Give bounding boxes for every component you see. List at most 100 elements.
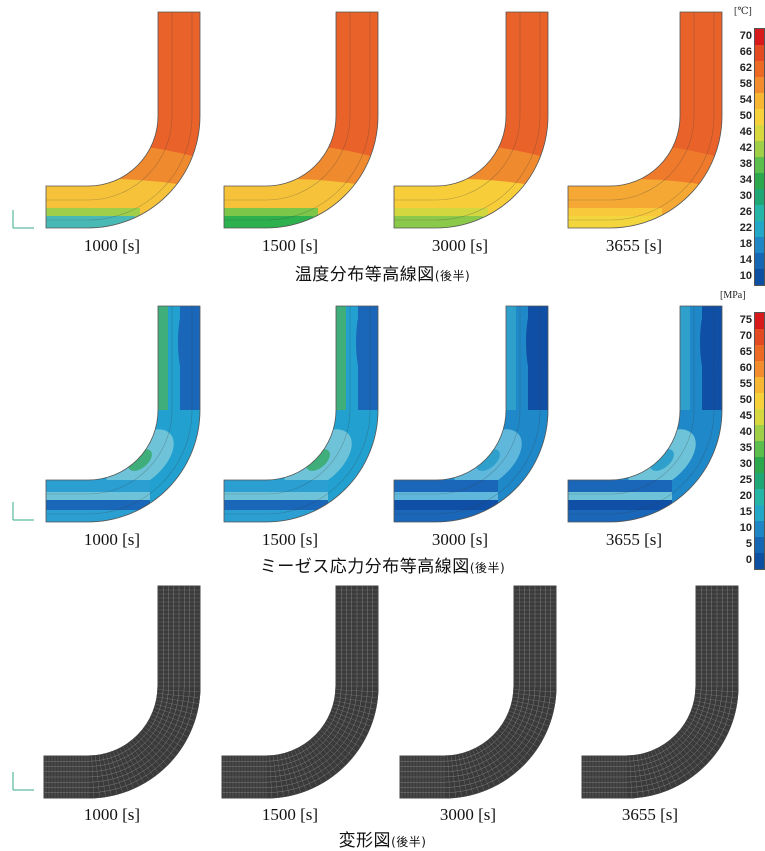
deformation-mesh-3000 [399, 585, 557, 799]
legend-tick-label: 60 [739, 362, 752, 374]
legend-tick-label: 25 [739, 474, 752, 486]
stress-panel-3655 [562, 302, 742, 527]
stress-caption: ミーゼス応力分布等高線図(後半) [0, 552, 765, 577]
legend-tick-label: 26 [739, 206, 752, 218]
temperature-panel-3655 [562, 8, 742, 233]
temperature-pipe-1500 [223, 11, 379, 229]
legend-tick-label: 10 [739, 522, 752, 534]
temperature-caption: 温度分布等高線図(後半) [0, 260, 765, 285]
deformation-panel-3655 [578, 585, 758, 799]
legend-color-swatch [755, 237, 764, 253]
time-label-3000: 3000 [s] [431, 236, 489, 255]
temperature-pipe-3000 [393, 11, 549, 229]
legend-tick-label: 50 [739, 110, 752, 122]
legend-tick-label: 45 [739, 410, 752, 422]
legend-tick-label: 40 [739, 426, 752, 438]
time-label-1500: 1500 [s] [261, 530, 319, 549]
stress-pipe-3655 [567, 305, 723, 523]
legend-color-swatch [755, 141, 764, 157]
caption-sub: (後半) [391, 835, 427, 849]
time-label-1000: 1000 [s] [83, 805, 141, 824]
legend-color-swatch [755, 441, 764, 457]
legend-tick-label: 75 [739, 314, 752, 326]
legend-tick-label: 15 [739, 506, 752, 518]
temperature-panel-1000 [40, 8, 220, 233]
legend-color-swatch [755, 393, 764, 409]
time-label-1000: 1000 [s] [83, 530, 141, 549]
legend-color-swatch [755, 473, 764, 489]
legend-color-swatch [755, 361, 764, 377]
legend-tick-label: 62 [739, 62, 752, 74]
caption-main: 温度分布等高線図 [294, 265, 435, 285]
legend-tick-label: 46 [739, 126, 752, 138]
legend-tick-label: 70 [739, 30, 752, 42]
temperature-pipe-3655 [567, 11, 723, 229]
legend-tick-label: 34 [739, 174, 752, 186]
stress-pipe-1500 [223, 305, 379, 523]
legend-color-swatch [755, 329, 764, 345]
legend-color-swatch [755, 521, 764, 537]
legend-color-swatch [755, 93, 764, 109]
time-label-1500: 1500 [s] [261, 236, 319, 255]
temperature-pipe-1000 [45, 11, 201, 229]
legend-color-swatch [755, 61, 764, 77]
legend-color-swatch [755, 425, 764, 441]
legend-tick-label: 14 [739, 254, 752, 266]
caption-sub: (後半) [469, 561, 506, 575]
legend-color-swatch [755, 29, 764, 45]
legend-tick-label: 50 [739, 394, 752, 406]
legend-tick-label: 0 [745, 554, 752, 566]
legend-tick-label: 42 [739, 142, 752, 154]
temperature-panel-3000 [388, 8, 568, 233]
time-label-3655: 3655 [s] [621, 805, 679, 824]
legend-color-swatch [755, 77, 764, 93]
legend-tick-label: 35 [739, 442, 752, 454]
stress-pipe-1000 [45, 305, 201, 523]
caption-main: 変形図 [338, 831, 392, 851]
legend-tick-label: 30 [739, 190, 752, 202]
legend-color-swatch [755, 505, 764, 521]
legend-color-swatch [755, 457, 764, 473]
time-label-3655: 3655 [s] [605, 530, 663, 549]
time-label-3000: 3000 [s] [431, 530, 489, 549]
deformation-panel-3000 [396, 585, 576, 799]
stress-panel-3000 [388, 302, 568, 527]
legend-color-swatch [755, 109, 764, 125]
legend-color-swatch [755, 377, 764, 393]
legend-color-swatch [755, 489, 764, 505]
legend-color-swatch [755, 173, 764, 189]
legend-tick-label: 58 [739, 78, 752, 90]
legend-color-swatch [755, 269, 764, 285]
stress-panel-1500 [218, 302, 398, 527]
legend-color-swatch [755, 409, 764, 425]
legend-unit: [℃] [734, 6, 752, 17]
legend-color-swatch [755, 313, 764, 329]
legend-color-swatch [755, 45, 764, 61]
legend-color-swatch [755, 221, 764, 237]
legend-tick-label: 54 [739, 94, 752, 106]
deformation-panel-1000 [40, 585, 220, 799]
legend-color-swatch [755, 253, 764, 269]
legend-tick-label: 5 [745, 538, 752, 550]
stress-pipe-3000 [393, 305, 549, 523]
deformation-panel-1500 [218, 585, 398, 799]
legend-tick-label: 18 [739, 238, 752, 250]
axis-triad-icon [12, 772, 34, 791]
legend-color-swatch [755, 537, 764, 553]
deformation-mesh-3655 [581, 585, 739, 799]
legend-tick-label: 70 [739, 330, 752, 342]
temperature-panel-1500 [218, 8, 398, 233]
legend-color-swatch [755, 189, 764, 205]
caption-sub: (後半) [434, 269, 471, 283]
legend-tick-label: 30 [739, 458, 752, 470]
legend-unit: [MPa] [720, 290, 746, 301]
deformation-mesh-1500 [221, 585, 379, 799]
time-label-1000: 1000 [s] [83, 236, 141, 255]
legend-tick-label: 55 [739, 378, 752, 390]
legend-color-swatch [755, 157, 764, 173]
legend-color-swatch [755, 205, 764, 221]
axis-triad-icon [12, 502, 34, 521]
time-label-3000: 3000 [s] [439, 805, 497, 824]
